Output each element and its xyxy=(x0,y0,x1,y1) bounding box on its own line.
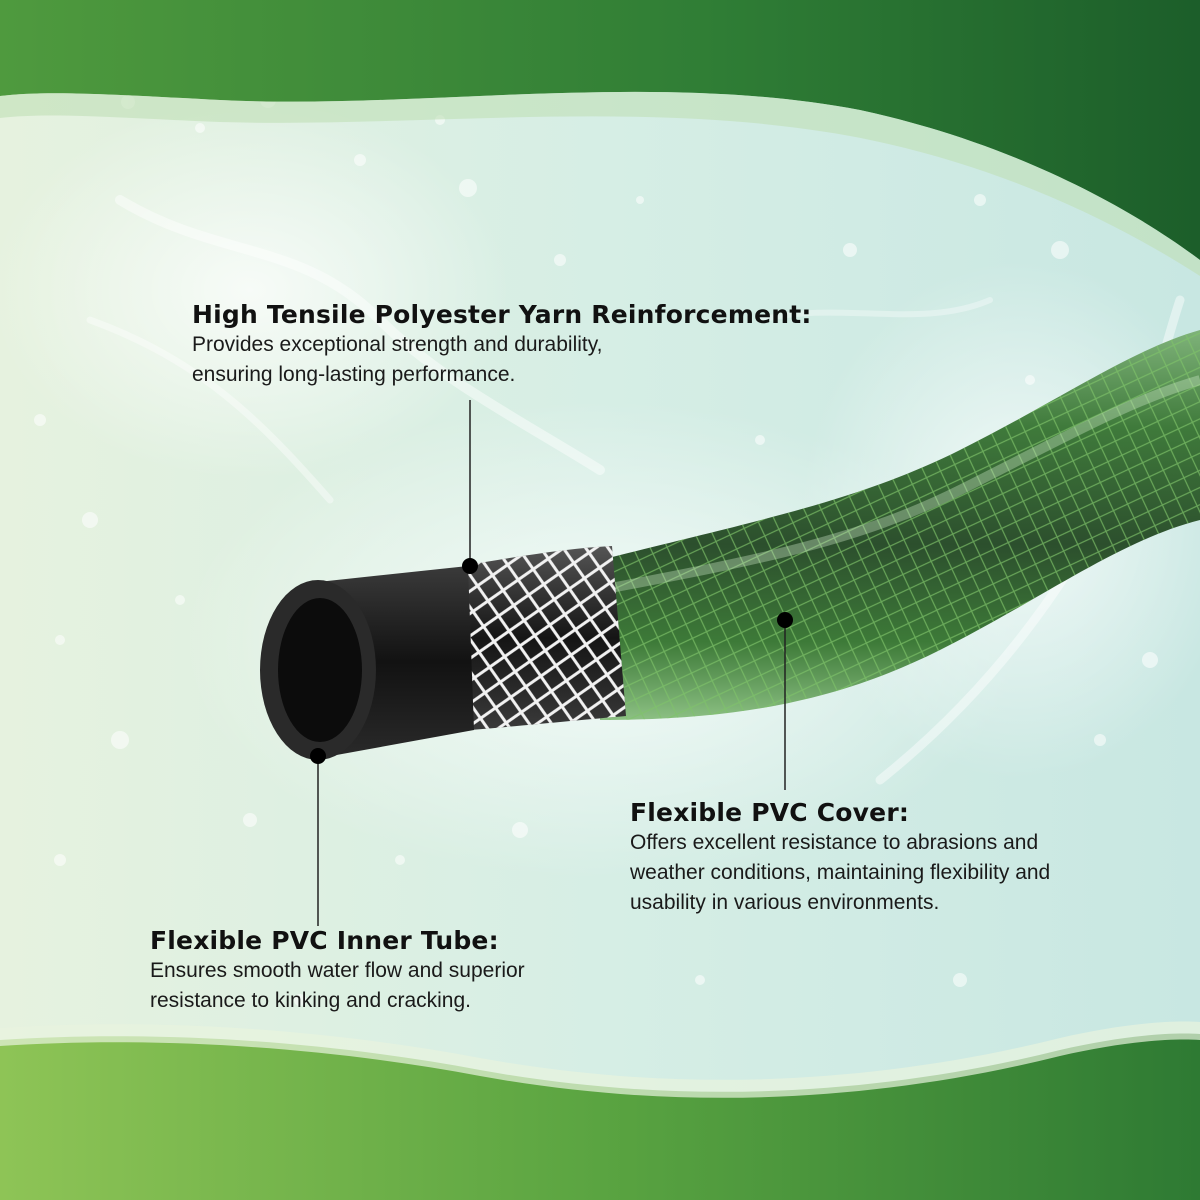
callout-description-line: weather conditions, maintaining flexibil… xyxy=(630,861,1051,884)
callout-description-line: Provides exceptional strength and durabi… xyxy=(192,333,603,356)
callout-title: Flexible PVC Inner Tube: xyxy=(150,926,499,955)
callout-description-line: ensuring long-lasting performance. xyxy=(192,363,516,386)
callout-pvc-cover: Flexible PVC Cover: Offers excellent res… xyxy=(630,798,1050,918)
callout-title: High Tensile Polyester Yarn Reinforcemen… xyxy=(192,300,812,329)
callout-description-line: usability in various environments. xyxy=(630,891,940,914)
callout-title: Flexible PVC Cover: xyxy=(630,798,910,827)
callout-pvc-inner-tube: Flexible PVC Inner Tube: Ensures smooth … xyxy=(150,926,525,1016)
callout-description-line: Offers excellent resistance to abrasions… xyxy=(630,831,1039,854)
callout-yarn-reinforcement: High Tensile Polyester Yarn Reinforcemen… xyxy=(192,300,812,390)
callout-description-line: Ensures smooth water flow and superior xyxy=(150,959,525,982)
callout-description-line: resistance to kinking and cracking. xyxy=(150,989,471,1012)
